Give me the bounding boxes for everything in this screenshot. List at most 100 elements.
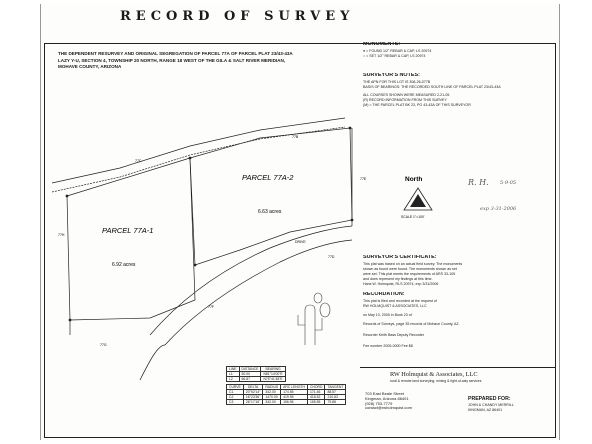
lot-label: 77G [100, 343, 107, 347]
road-edge-south [139, 344, 166, 381]
monument-marker [348, 126, 352, 130]
table-cell: C3 [226, 399, 244, 405]
monument-marker [188, 156, 192, 160]
table-cell: N75°41'48"E [260, 376, 286, 382]
table-cell: N81°14'00"E [260, 371, 286, 377]
scale-label: SCALE 1"=100' [401, 215, 425, 219]
address-line: (928) 753-7779 [365, 400, 393, 406]
lot-label: 77C [135, 159, 142, 163]
parcel-77a-1-boundary [66, 157, 196, 321]
client-block: JOHN & CHANDY MERRILL KINGMAN, AZ 86401 [468, 403, 514, 412]
note-line: (M) = THE PARCEL PLAT BK 23, PG 43-43A O… [363, 103, 471, 107]
table-cell: 79.88 [324, 399, 347, 405]
note-line: ALL COURSES SHOWN WERE MEASURED 2-21-05 [363, 93, 450, 97]
notes-heading: SURVEYOR'S NOTES: [363, 73, 420, 78]
line-table: LINE DISTANCE BEARING L1 50.00 N81°14'00… [226, 366, 286, 382]
subtitle-line: MOHAVE COUNTY, ARIZONA [58, 64, 122, 70]
curve-table-header: TANGENT [324, 384, 347, 390]
subtitle-line: LAZY Y-U, SECTION 4, TOWNSHIP 20 NORTH, … [58, 57, 286, 63]
table-row: L2 66.87 N75°41'48"E [226, 376, 286, 382]
curve-table-header: CURVE [226, 384, 244, 390]
cactus-sketch [297, 292, 331, 345]
surveyor-signature: R. H. [468, 178, 489, 187]
table-cell: 1470.00 [262, 394, 282, 400]
table-row: C2 16°23'36" 1470.00 419.95 418.52 210.8… [226, 394, 347, 400]
recordation-line: Fee number 2005-0000 Fee $8 [363, 344, 413, 348]
monument-marker [65, 194, 69, 198]
recordation-line: on May 13, 2005 in Book 23 of [363, 313, 412, 317]
recordation-line: This plat is filed and recorded at the r… [363, 299, 437, 303]
lot-label: 77D [328, 255, 335, 259]
monument-marker [350, 218, 354, 222]
license-expiration: exp 3-31-2006 [480, 206, 517, 212]
note-line: THE APN FOR THIS LOT IS 308-26-077B [363, 80, 431, 84]
certificate-line: Hans W. Holmquist, RLS 20974, exp 3/31/2… [363, 282, 439, 286]
parcel-77a-2-label: PARCEL 77A-2 [242, 173, 294, 182]
table-cell: 156.96 [280, 399, 309, 405]
road-edge-lower [149, 225, 353, 336]
monument-marker [68, 318, 72, 322]
road-label: DRIVE [295, 240, 306, 244]
curve-table: CURVE DELTA RADIUS ARC LENGTH CHORD TANG… [226, 384, 347, 405]
lot-label: 77F [208, 305, 214, 309]
table-cell: 155.55 [307, 399, 326, 405]
table-cell: 20°52'14" [242, 389, 264, 395]
lot-label: 77B [292, 135, 299, 139]
lot-label: 77H [58, 233, 65, 237]
client-line: JOHN & CHANDY MERRILL [468, 403, 514, 407]
parcel-77a-1-area: 6.92 acres [112, 262, 136, 268]
recordation-line: Records of Surveys, page 35 records of M… [363, 322, 460, 326]
road-edge-upper-inner [51, 126, 346, 193]
line-table-header: DISTANCE [238, 366, 262, 372]
lot-label: 77E [360, 177, 367, 181]
drawing-border [44, 43, 556, 438]
parcel-77a-1-label: PARCEL 77A-1 [102, 226, 153, 235]
table-cell: 342.00 [262, 399, 282, 405]
plat-drawing: PARCEL 77A-1 6.92 acres PARCEL 77A-2 6.6… [51, 117, 433, 381]
parcel-77a-2-area: 6.63 acres [258, 209, 282, 215]
recordation-line: Recorder Keith Bass Deputy Recorder [363, 333, 425, 337]
certificate-line: were set. This plat meets the requiremen… [363, 272, 456, 276]
north-label: North [405, 176, 422, 183]
monuments-legend: MONUMENTS: ● = FOUND 1/2" REBAR & CAP, L… [363, 42, 553, 59]
north-arrow: North SCALE 1"=100' [401, 176, 433, 219]
firm-name: RW Holmquist & Associates, LLC [390, 371, 478, 378]
address-line: contact@rwholmquist.com [365, 405, 412, 411]
certificate-line: This plat was based on an actual field s… [363, 262, 463, 266]
surveyor-certificate: SURVEYOR'S CERTIFICATE: This plat was ba… [363, 255, 553, 287]
client-line: KINGMAN, AZ 86401 [468, 407, 503, 412]
certificate-line: and does represent my findings at this t… [363, 277, 433, 281]
signature-date: 5-9-05 [500, 180, 517, 186]
note-line: BASIS OF BEARINGS: THE RECORDED SOUTH LI… [363, 85, 501, 89]
monument-marker [193, 263, 197, 267]
address-line: 703 East Beale Street [365, 391, 404, 396]
road-edge-lower-outer [164, 239, 353, 346]
curve-table-header: RADIUS [262, 384, 282, 390]
certificate-line: shown as found were found. The monuments… [363, 267, 457, 271]
certificate-heading: SURVEYOR'S CERTIFICATE: [363, 255, 437, 260]
prepared-for-label: PREPARED FOR: [468, 396, 511, 402]
address-line: Kingman, Arizona 86401 [365, 395, 409, 401]
monument-line: ● = FOUND 1/2" REBAR & CAP, LS 20974 [363, 49, 432, 53]
note-line: (R) RECORD INFORMATION FROM THIS SURVEY [363, 98, 447, 102]
table-cell: 16°23'36" [242, 394, 264, 400]
monument-line: ○ = SET 1/2" REBAR & CAP, LS 20974 [363, 54, 426, 58]
table-cell: L2 [226, 376, 240, 382]
recordation-block: RECORDATION: This plat is filed and reco… [363, 292, 553, 349]
table-cell: 26°17'16" [242, 399, 264, 405]
document-title: RECORD OF SURVEY [120, 9, 355, 24]
table-row: C3 26°17'16" 342.00 156.96 155.55 79.88 [226, 399, 347, 405]
curve-table-header: CHORD [307, 384, 326, 390]
table-cell: 66.87 [238, 376, 262, 382]
curve-table-header: ARC LENGTH [280, 384, 309, 390]
document-subtitle: THE DEPENDENT RESURVEY AND ORIGINAL SEGR… [58, 51, 358, 71]
firm-address: 703 East Beale Street Kingman, Arizona 8… [365, 391, 412, 411]
subtitle-line: THE DEPENDENT RESURVEY AND ORIGINAL SEGR… [58, 51, 293, 56]
firm-title-block: RW Holmquist & Associates, LLC rural & r… [360, 367, 555, 437]
recordation-heading: RECORDATION: [363, 292, 405, 297]
monuments-heading: MONUMENTS: [363, 42, 401, 47]
road-edge-upper [51, 117, 346, 184]
recordation-line: RW HOLMQUIST & ASSOCIATES, LLC [363, 304, 427, 308]
firm-tagline: rural & remote land surveying, mining & … [390, 379, 482, 383]
parcel-77a-2-boundary [189, 127, 353, 266]
